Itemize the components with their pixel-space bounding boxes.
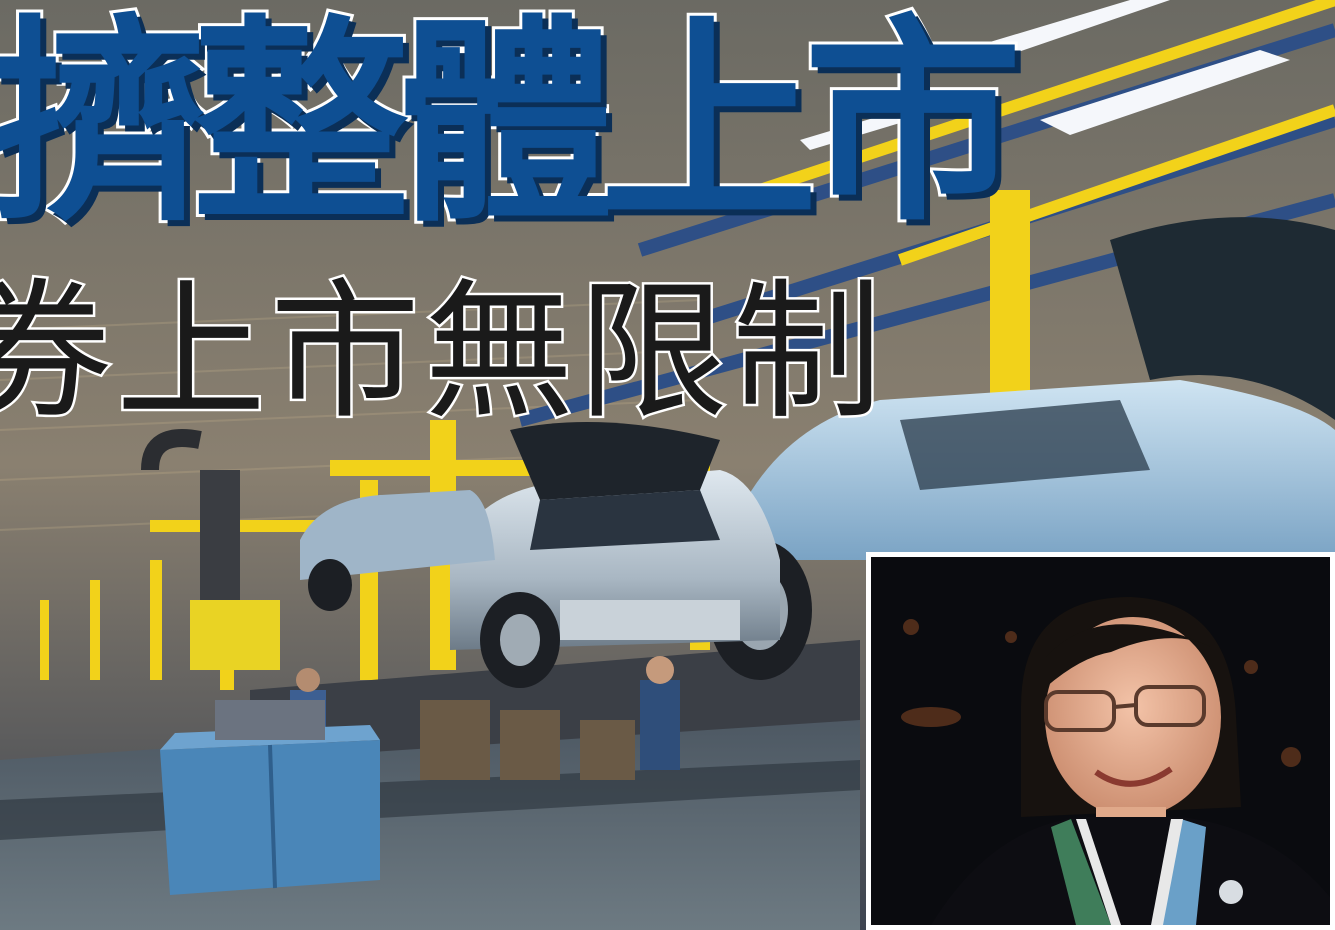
portrait-photo xyxy=(871,557,1330,925)
headline: 擠整體上市 xyxy=(0,0,1025,253)
brooch xyxy=(1219,880,1243,904)
lift-machine xyxy=(141,429,280,670)
scarf xyxy=(1051,819,1206,925)
face xyxy=(1045,617,1221,817)
glasses xyxy=(1044,685,1206,732)
ceiling-lights xyxy=(800,0,1290,150)
car-far xyxy=(300,490,495,611)
car-middle xyxy=(450,422,780,688)
conveyor xyxy=(250,640,860,760)
ceiling-yellow-beams xyxy=(758,0,1335,266)
portrait-inset xyxy=(866,552,1335,930)
parts-bin xyxy=(160,700,380,895)
parts-racks xyxy=(420,700,635,780)
subheadline: 券上市無限制 xyxy=(0,266,887,441)
